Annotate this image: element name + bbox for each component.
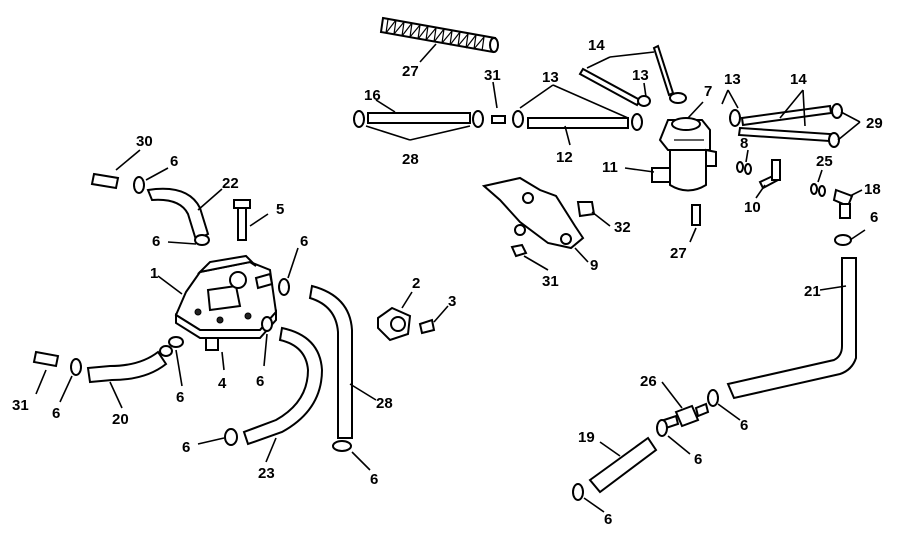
callout-16: 16 xyxy=(364,87,381,104)
callout-labels: 27 16 28 31 13 12 14 13 7 13 14 29 11 8 … xyxy=(12,37,883,528)
callout-11: 11 xyxy=(602,159,618,176)
callout-17: 18 xyxy=(864,181,881,198)
callout-31b: 31 xyxy=(12,397,29,414)
callout-6d: 6 xyxy=(176,389,184,406)
callout-6m: 6 xyxy=(604,511,612,528)
fuel-lines-14 xyxy=(578,44,843,148)
callout-12: 12 xyxy=(556,149,573,166)
callout-28: 28 xyxy=(376,395,393,412)
callout-10: 10 xyxy=(744,199,761,216)
fuel-pump xyxy=(174,254,278,351)
callout-13a: 13 xyxy=(542,69,559,86)
callout-21: 22 xyxy=(222,175,239,192)
callout-13c: 13 xyxy=(724,71,741,88)
callout-2: 2 xyxy=(412,275,420,292)
callout-5: 5 xyxy=(276,201,284,218)
callout-14a: 14 xyxy=(588,37,605,54)
callout-6b: 6 xyxy=(152,233,160,250)
callout-27a: 28 xyxy=(402,151,419,168)
filter-24-hose-18 xyxy=(572,402,710,501)
callout-18: 19 xyxy=(578,429,595,446)
hose-22 xyxy=(224,326,324,446)
leader-lines xyxy=(35,43,866,513)
callout-30: 31 xyxy=(484,67,501,84)
callout-27b: 29 xyxy=(866,115,883,132)
callout-3: 3 xyxy=(448,293,456,310)
callout-29: 31 xyxy=(542,273,559,290)
callout-6c: 6 xyxy=(300,233,308,250)
callout-8: 8 xyxy=(740,135,748,152)
callout-32: 32 xyxy=(614,219,631,236)
callout-7: 7 xyxy=(704,83,712,100)
callout-4: 4 xyxy=(218,375,227,392)
braided-sleeve xyxy=(379,16,499,54)
callout-6g: 6 xyxy=(182,439,190,456)
callout-9: 9 xyxy=(590,257,598,274)
callout-6h: 6 xyxy=(370,471,378,488)
callout-19: 20 xyxy=(112,411,129,428)
callout-6f: 6 xyxy=(52,405,60,422)
callout-26: 27 xyxy=(402,63,419,80)
callout-20: 21 xyxy=(804,283,821,300)
callout-1: 1 xyxy=(150,265,158,282)
fittings-right xyxy=(736,159,854,219)
mounting-bracket xyxy=(481,176,701,258)
callout-13b: 13 xyxy=(632,67,649,84)
callout-31a: 30 xyxy=(136,133,153,150)
top-left-hoses xyxy=(353,110,643,131)
callout-6e: 6 xyxy=(256,373,264,390)
pump-clamps xyxy=(168,278,290,348)
left-bottom-hose xyxy=(32,345,173,384)
fitting-2-3 xyxy=(377,306,436,342)
callout-23: 25 xyxy=(816,153,833,170)
callout-6k: 6 xyxy=(870,209,878,226)
callout-6j: 6 xyxy=(694,451,702,468)
hose-20 xyxy=(707,234,857,407)
callout-22: 23 xyxy=(258,465,275,482)
callout-6i: 6 xyxy=(740,417,748,434)
left-top-hose xyxy=(90,172,251,246)
callout-24: 26 xyxy=(640,373,657,390)
callout-14b: 14 xyxy=(790,71,807,88)
callout-6a: 6 xyxy=(170,153,178,170)
fuel-filter xyxy=(651,117,717,192)
callout-25: 27 xyxy=(670,245,687,262)
hose-28 xyxy=(308,284,353,452)
